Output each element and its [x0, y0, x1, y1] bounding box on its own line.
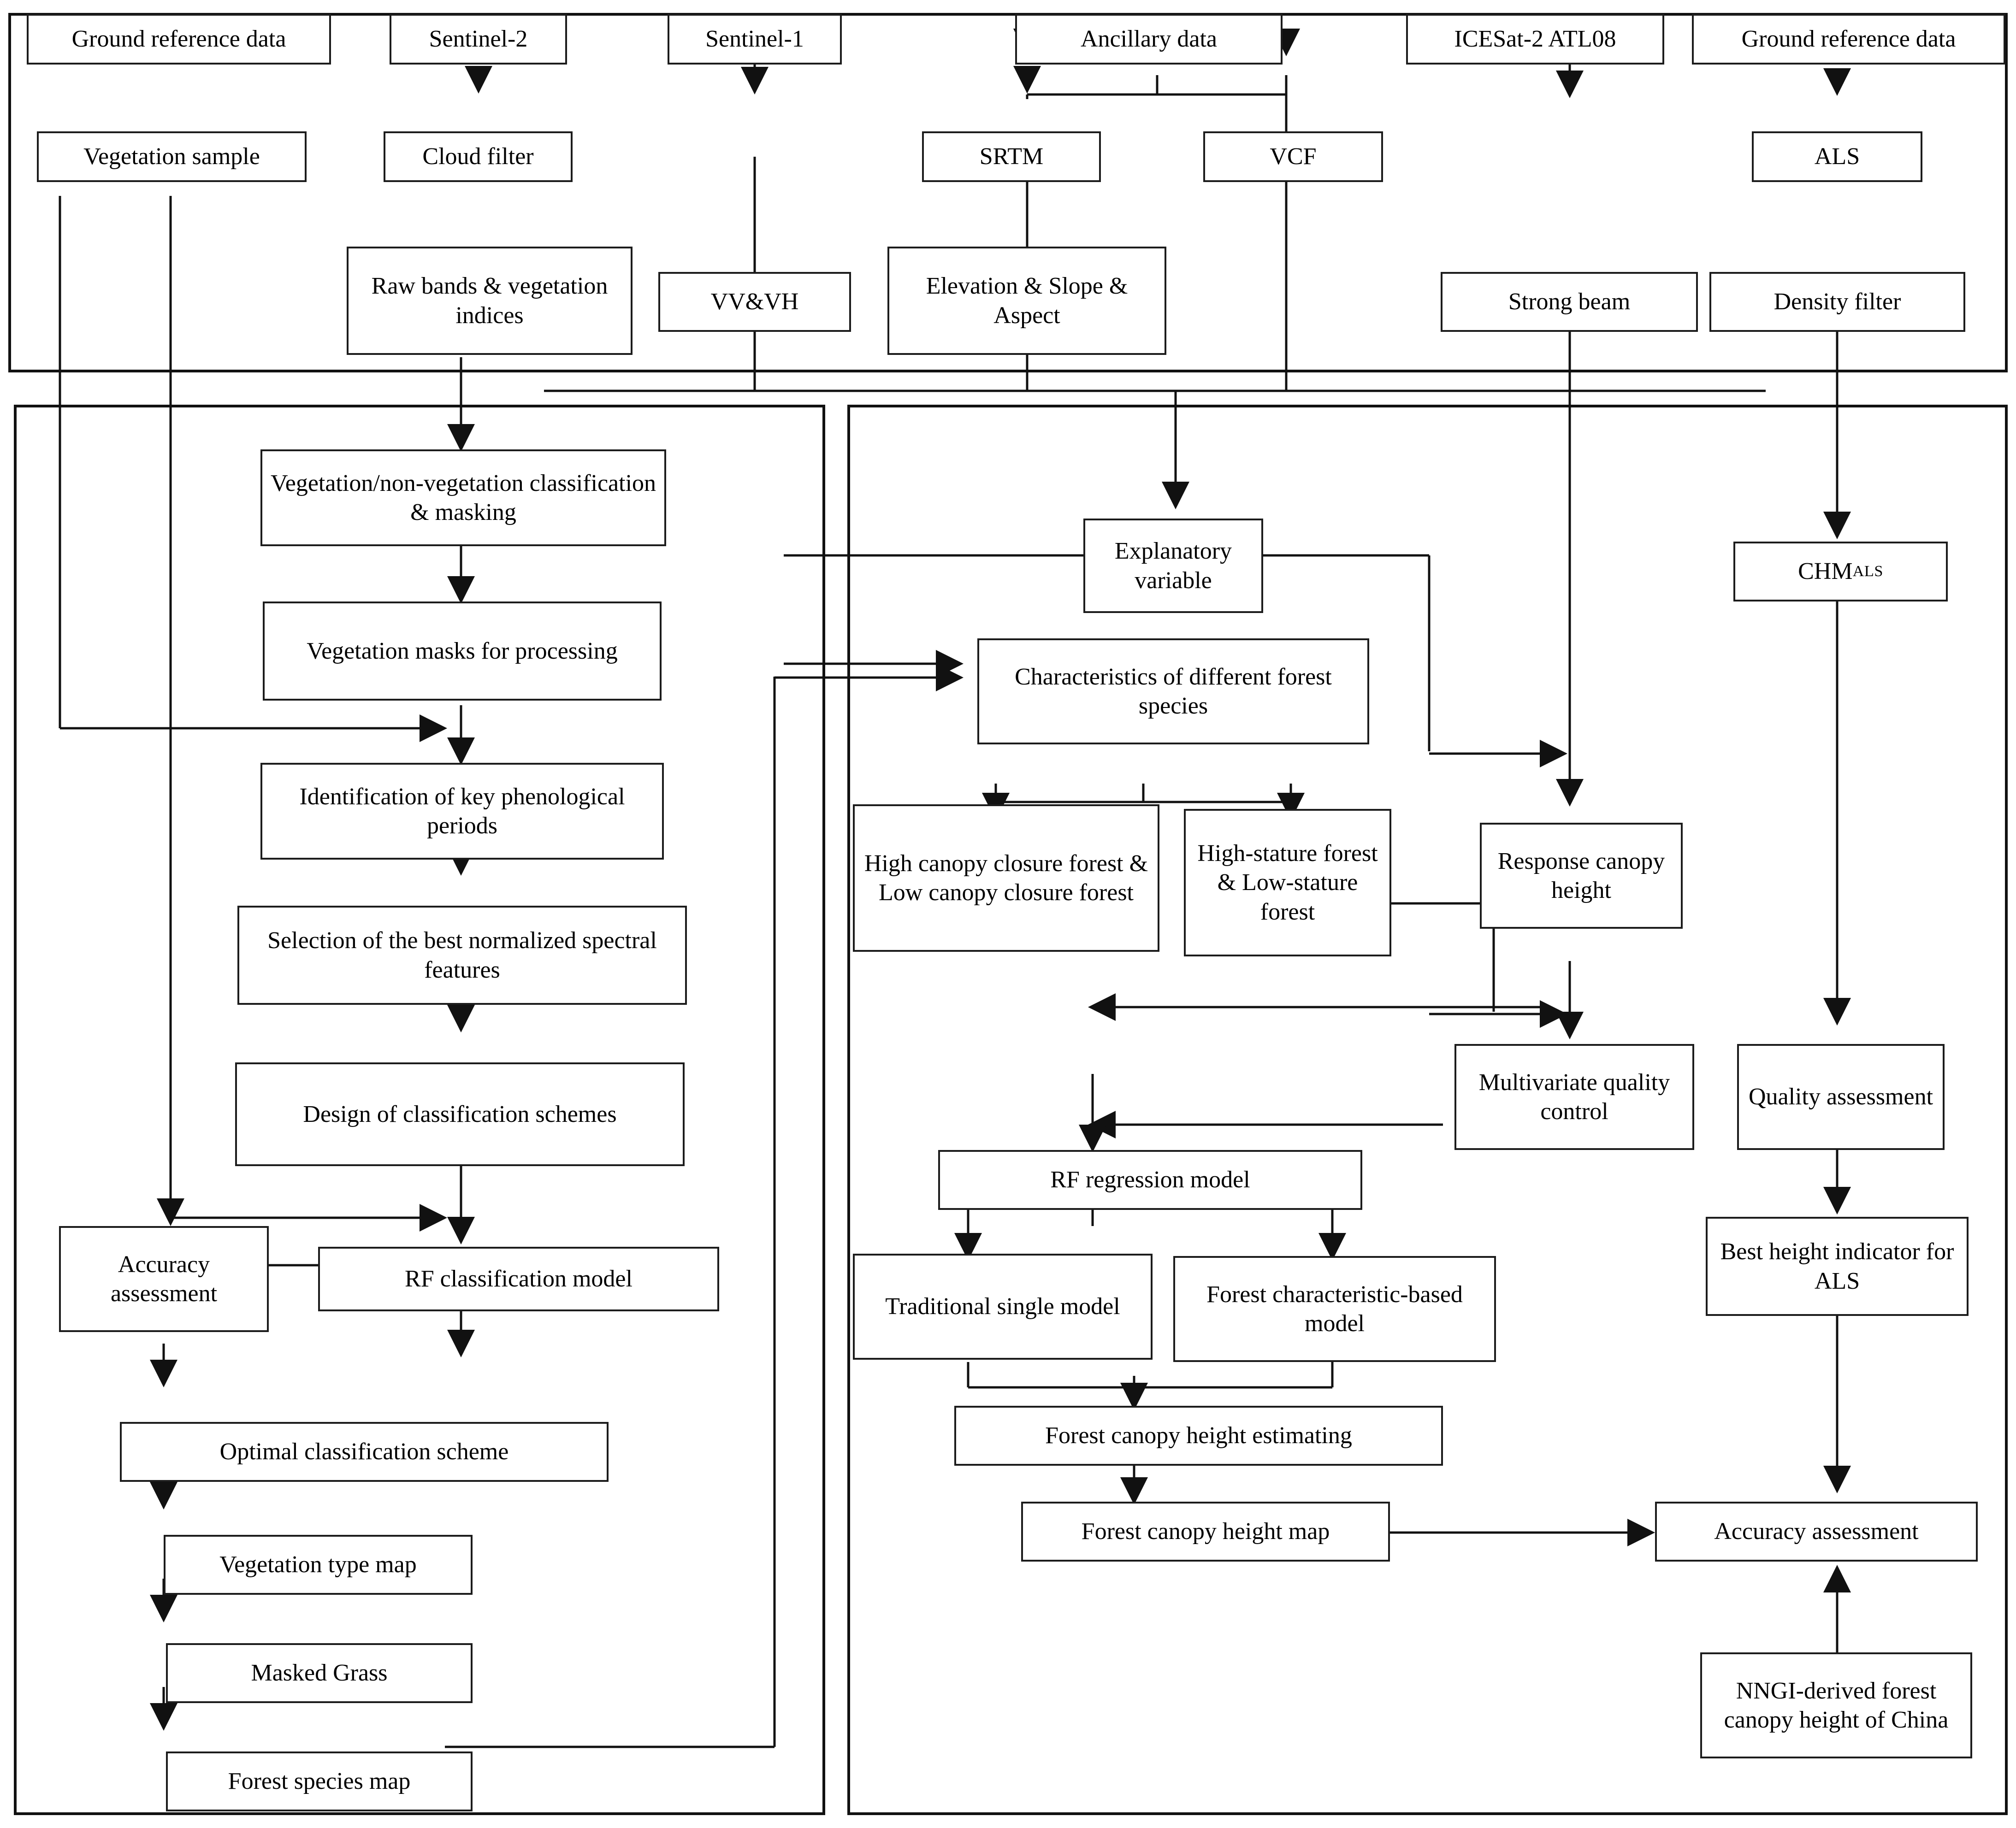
node-forest-canopy-height-map[interactable]: Forest canopy height map [1021, 1502, 1390, 1562]
node-best-height-indicator-for-als[interactable]: Best height indicator for ALS [1706, 1217, 1969, 1316]
node-icesat2-atl08[interactable]: ICESat-2 ATL08 [1406, 14, 1664, 65]
node-response-canopy-height[interactable]: Response canopy height [1480, 823, 1683, 929]
node-elevation-slope-aspect[interactable]: Elevation & Slope & Aspect [887, 247, 1166, 355]
node-selection-best-normalized-spectral-features[interactable]: Selection of the best normalized spectra… [237, 906, 687, 1005]
node-traditional-single-model[interactable]: Traditional single model [853, 1254, 1153, 1360]
node-forest-canopy-height-estimating[interactable]: Forest canopy height estimating [954, 1406, 1443, 1466]
node-multivariate-quality-control[interactable]: Multivariate quality control [1454, 1044, 1694, 1150]
node-als[interactable]: ALS [1752, 131, 1922, 182]
node-rf-regression-model[interactable]: RF regression model [938, 1150, 1362, 1210]
chm-als-label: CHM [1798, 558, 1853, 585]
node-srtm[interactable]: SRTM [922, 131, 1101, 182]
chm-als-subscript: ALS [1852, 562, 1883, 580]
panel-height [847, 405, 2008, 1815]
panel-classification [14, 405, 825, 1815]
node-ground-reference-data-right[interactable]: Ground reference data [1692, 14, 2005, 65]
node-rf-classification-model[interactable]: RF classification model [318, 1247, 719, 1311]
node-vv-vh[interactable]: VV&VH [658, 272, 851, 332]
node-vcf[interactable]: VCF [1203, 131, 1383, 182]
panel-data-sources [8, 13, 2008, 372]
node-explanatory-variable[interactable]: Explanatory variable [1083, 519, 1263, 613]
node-sentinel-2[interactable]: Sentinel-2 [390, 14, 567, 65]
node-quality-assessment[interactable]: Quality assessment [1737, 1044, 1945, 1150]
node-strong-beam[interactable]: Strong beam [1441, 272, 1698, 332]
node-characteristics-different-forest-species[interactable]: Characteristics of different forest spec… [977, 638, 1369, 744]
node-cloud-filter[interactable]: Cloud filter [384, 131, 573, 182]
node-design-of-classification-schemes[interactable]: Design of classification schemes [235, 1062, 685, 1166]
node-accuracy-assessment-right[interactable]: Accuracy assessment [1655, 1502, 1978, 1562]
node-ground-reference-data-left[interactable]: Ground reference data [27, 14, 331, 65]
node-high-canopy-closure-forest[interactable]: High canopy closure forest & Low canopy … [853, 804, 1159, 952]
node-nngi-derived-forest-canopy-height[interactable]: NNGI-derived forest canopy height of Chi… [1700, 1652, 1972, 1758]
node-forest-species-map[interactable]: Forest species map [166, 1751, 473, 1811]
node-identification-key-phenological-periods[interactable]: Identification of key phenological perio… [260, 763, 664, 860]
node-raw-bands-vegetation-indices[interactable]: Raw bands & vegetation indices [347, 247, 633, 355]
node-high-stature-forest[interactable]: High-stature forest & Low-stature forest [1184, 809, 1391, 956]
node-forest-characteristic-based-model[interactable]: Forest characteristic-based model [1173, 1256, 1496, 1362]
node-ancillary-data[interactable]: Ancillary data [1015, 14, 1283, 65]
node-vegetation-masks-for-processing[interactable]: Vegetation masks for processing [263, 601, 662, 701]
node-vegetation-sample[interactable]: Vegetation sample [37, 131, 307, 182]
node-vegetation-type-map[interactable]: Vegetation type map [164, 1535, 473, 1595]
node-sentinel-1[interactable]: Sentinel-1 [668, 14, 842, 65]
node-masked-grass[interactable]: Masked Grass [166, 1643, 473, 1703]
node-optimal-classification-scheme[interactable]: Optimal classification scheme [120, 1422, 609, 1482]
node-accuracy-assessment-left[interactable]: Accuracy assessment [59, 1226, 269, 1332]
node-density-filter[interactable]: Density filter [1709, 272, 1965, 332]
node-vegetation-nonvegetation-classification[interactable]: Vegetation/non-vegetation classification… [260, 449, 666, 546]
